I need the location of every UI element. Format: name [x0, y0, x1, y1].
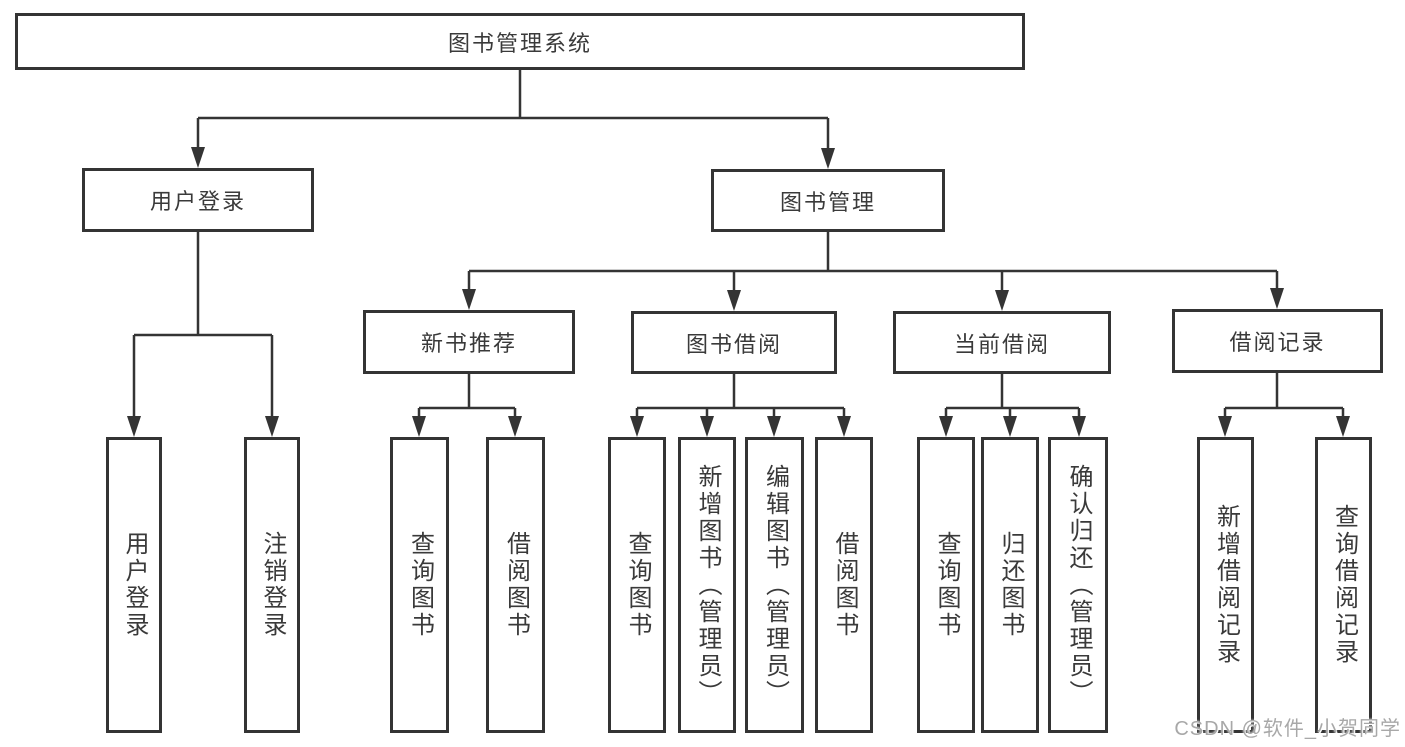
leaf-borrow-query-book: 查询图书 — [608, 437, 666, 733]
leaf-borrow-query-book-label: 查询图书 — [624, 531, 651, 639]
leaf-current-query-book: 查询图书 — [917, 437, 975, 733]
leaf-logout-label: 注销登录 — [259, 531, 286, 639]
arrowheads — [127, 147, 1350, 437]
leaf-borrow-add-book: 新增图书（管理员） — [678, 437, 736, 733]
leaf-recommend-borrow-book-label: 借阅图书 — [502, 531, 530, 639]
leaf-borrow-add-book-label: 新增图书（管理员） — [694, 463, 721, 707]
leaf-record-query: 查询借阅记录 — [1315, 437, 1372, 733]
leaf-borrow-borrow-book-label: 借阅图书 — [831, 531, 858, 639]
connector-path — [132, 68, 1345, 420]
csdn-watermark: CSDN @软件_小贺同学 — [1174, 718, 1401, 740]
node-root: 图书管理系统 — [15, 13, 1025, 70]
node-borrow-record: 借阅记录 — [1172, 309, 1383, 373]
leaf-current-return-book: 归还图书 — [981, 437, 1039, 733]
leaf-current-confirm-return-label: 确认归还（管理员） — [1065, 463, 1092, 707]
node-book-borrow: 图书借阅 — [631, 311, 837, 374]
node-user-login: 用户登录 — [82, 168, 314, 232]
leaf-recommend-borrow-book: 借阅图书 — [486, 437, 545, 733]
node-book-management: 图书管理 — [711, 169, 945, 232]
leaf-borrow-edit-book-label: 编辑图书（管理员） — [761, 463, 789, 707]
leaf-recommend-query-book-label: 查询图书 — [406, 531, 434, 639]
leaf-logout: 注销登录 — [244, 437, 300, 733]
leaf-current-query-book-label: 查询图书 — [933, 531, 960, 639]
leaf-record-add-label: 新增借阅记录 — [1212, 504, 1240, 666]
leaf-recommend-query-book: 查询图书 — [390, 437, 449, 733]
node-current-borrow: 当前借阅 — [893, 311, 1111, 374]
leaf-record-query-label: 查询借阅记录 — [1330, 504, 1358, 666]
leaf-current-return-book-label: 归还图书 — [997, 531, 1024, 639]
leaf-record-add: 新增借阅记录 — [1197, 437, 1254, 733]
leaf-user-login: 用户登录 — [106, 437, 162, 733]
leaf-borrow-borrow-book: 借阅图书 — [815, 437, 873, 733]
node-new-book-recommend: 新书推荐 — [363, 310, 575, 374]
leaf-borrow-edit-book: 编辑图书（管理员） — [745, 437, 804, 733]
leaf-user-login-label: 用户登录 — [121, 531, 148, 639]
leaf-current-confirm-return: 确认归还（管理员） — [1048, 437, 1108, 733]
